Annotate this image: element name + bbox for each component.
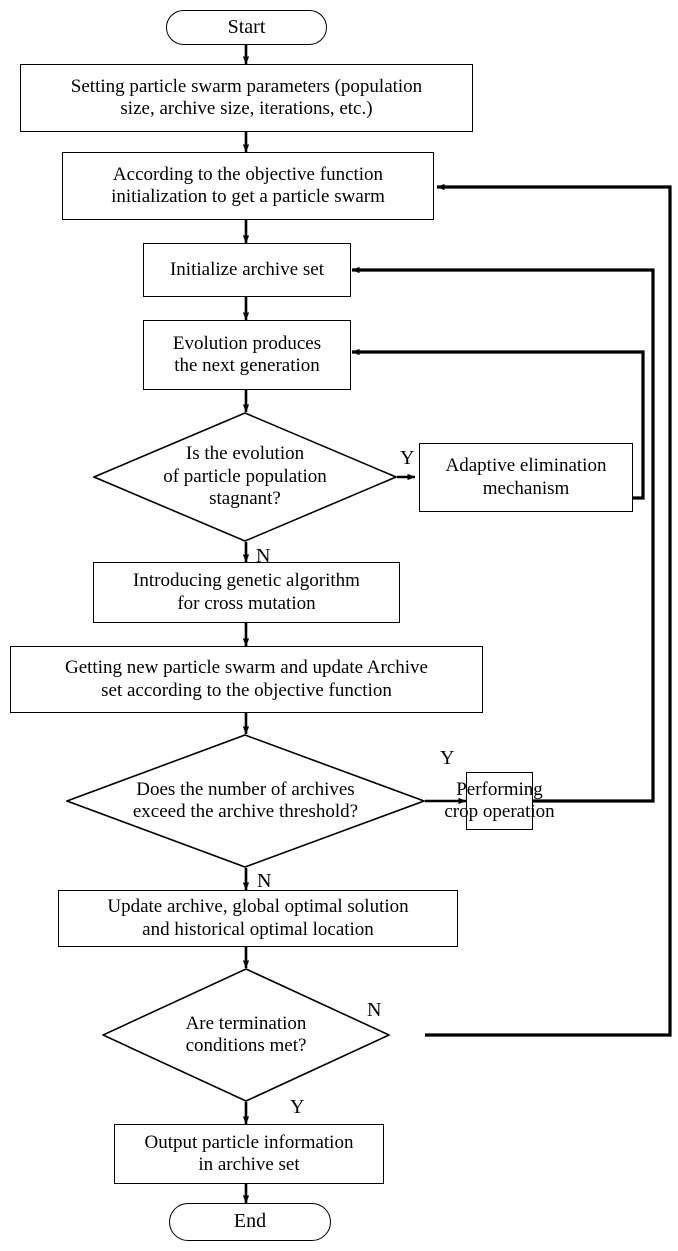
node-genetic-cross-mutation[interactable]: Introducing genetic algorithm for cross … [93,562,400,623]
node-evolution-next-generation-label: Evolution produces the next generation [173,333,321,378]
node-end[interactable]: End [169,1203,331,1241]
line-1: Introducing genetic algorithm [133,570,360,592]
node-genetic-cross-mutation-label: Introducing genetic algorithm for cross … [133,570,360,615]
edge-label-terminate-no: N [367,999,382,1021]
line-1: Update archive, global optimal solution [107,896,409,918]
line-2: and historical optimal location [142,918,374,940]
line-1: Does the number of archives [136,778,355,800]
line-2: in archive set [198,1154,300,1175]
node-setting-parameters-label: Setting particle swarm parameters (popul… [71,76,422,121]
node-evolution-next-generation[interactable]: Evolution produces the next generation [143,320,351,390]
node-getting-new-swarm[interactable]: Getting new particle swarm and update Ar… [10,646,483,713]
line-2: for cross mutation [177,592,316,614]
node-start[interactable]: Start [166,10,327,45]
node-initialize-swarm-label: According to the objective function init… [111,164,385,209]
node-adaptive-elimination-label: Adaptive elimination mechanism [446,455,607,500]
line-1: Adaptive elimination [445,455,607,477]
line-2: initialization to get a particle swarm [111,186,385,207]
node-end-label: End [233,1210,267,1233]
line-1: According to the objective function [112,163,384,185]
edge-label-stagnant-no: N [256,545,271,567]
edge-label-terminate-yes: Y [290,1096,305,1118]
line-2: conditions met? [185,1035,307,1056]
edge-label-stagnant-yes: Y [400,447,415,469]
node-initialize-archive-set-label: Initialize archive set [169,258,325,280]
edge-crop-to-initarch-feedback [351,266,655,803]
node-initialize-swarm[interactable]: According to the objective function init… [62,152,434,220]
node-adaptive-elimination[interactable]: Adaptive elimination mechanism [419,443,633,512]
node-archives-exceed-threshold-label: Does the number of archives exceed the a… [105,779,385,824]
edge-label-exceed-yes: Y [440,747,455,769]
node-output-particle-information-label: Output particle information in archive s… [145,1132,354,1177]
line-3: stagnant? [209,488,281,510]
line-2: crop operation [444,801,555,822]
node-start-label: Start [227,15,266,38]
line-1: Is the evolution [185,443,305,465]
node-getting-new-swarm-label: Getting new particle swarm and update Ar… [65,657,428,702]
line-2: set according to the objective function [101,679,392,701]
node-setting-parameters[interactable]: Setting particle swarm parameters (popul… [20,64,473,132]
line-2: size, archive size, iterations, etc.) [120,98,373,119]
node-termination-conditions[interactable]: Are termination conditions met? [102,968,390,1102]
diamond-shape [66,734,425,868]
line-1: Are termination [185,1012,307,1034]
node-termination-conditions-label: Are termination conditions met? [134,1013,359,1058]
line-2: the next generation [174,355,320,376]
diamond-shape [93,412,397,542]
line-2: of particle population [163,465,327,487]
node-update-archive[interactable]: Update archive, global optimal solution … [58,890,458,947]
node-is-evolution-stagnant[interactable]: Is the evolution of particle population … [93,412,397,542]
node-output-particle-information[interactable]: Output particle information in archive s… [114,1124,384,1184]
line-1: Output particle information [144,1131,354,1153]
line-1: Evolution produces [172,332,322,354]
edge-terminate-no-to-initswarm-feedback [425,183,672,1037]
node-update-archive-label: Update archive, global optimal solution … [107,896,408,941]
node-archives-exceed-threshold[interactable]: Does the number of archives exceed the a… [66,734,425,868]
line-1: Performing [456,778,543,800]
line-1: Getting new particle swarm and update Ar… [65,657,428,679]
diamond-shape [102,968,390,1102]
line-2: exceed the archive threshold? [132,801,359,822]
node-initialize-archive-set[interactable]: Initialize archive set [143,243,351,297]
node-is-evolution-stagnant-label: Is the evolution of particle population … [126,443,363,510]
line-2: mechanism [482,477,570,499]
node-performing-crop-operation-label: Performing crop operation [444,779,554,824]
node-performing-crop-operation[interactable]: Performing crop operation [444,772,555,830]
line-1: Setting particle swarm parameters (popul… [70,75,423,97]
edge-label-exceed-no: N [257,870,272,892]
